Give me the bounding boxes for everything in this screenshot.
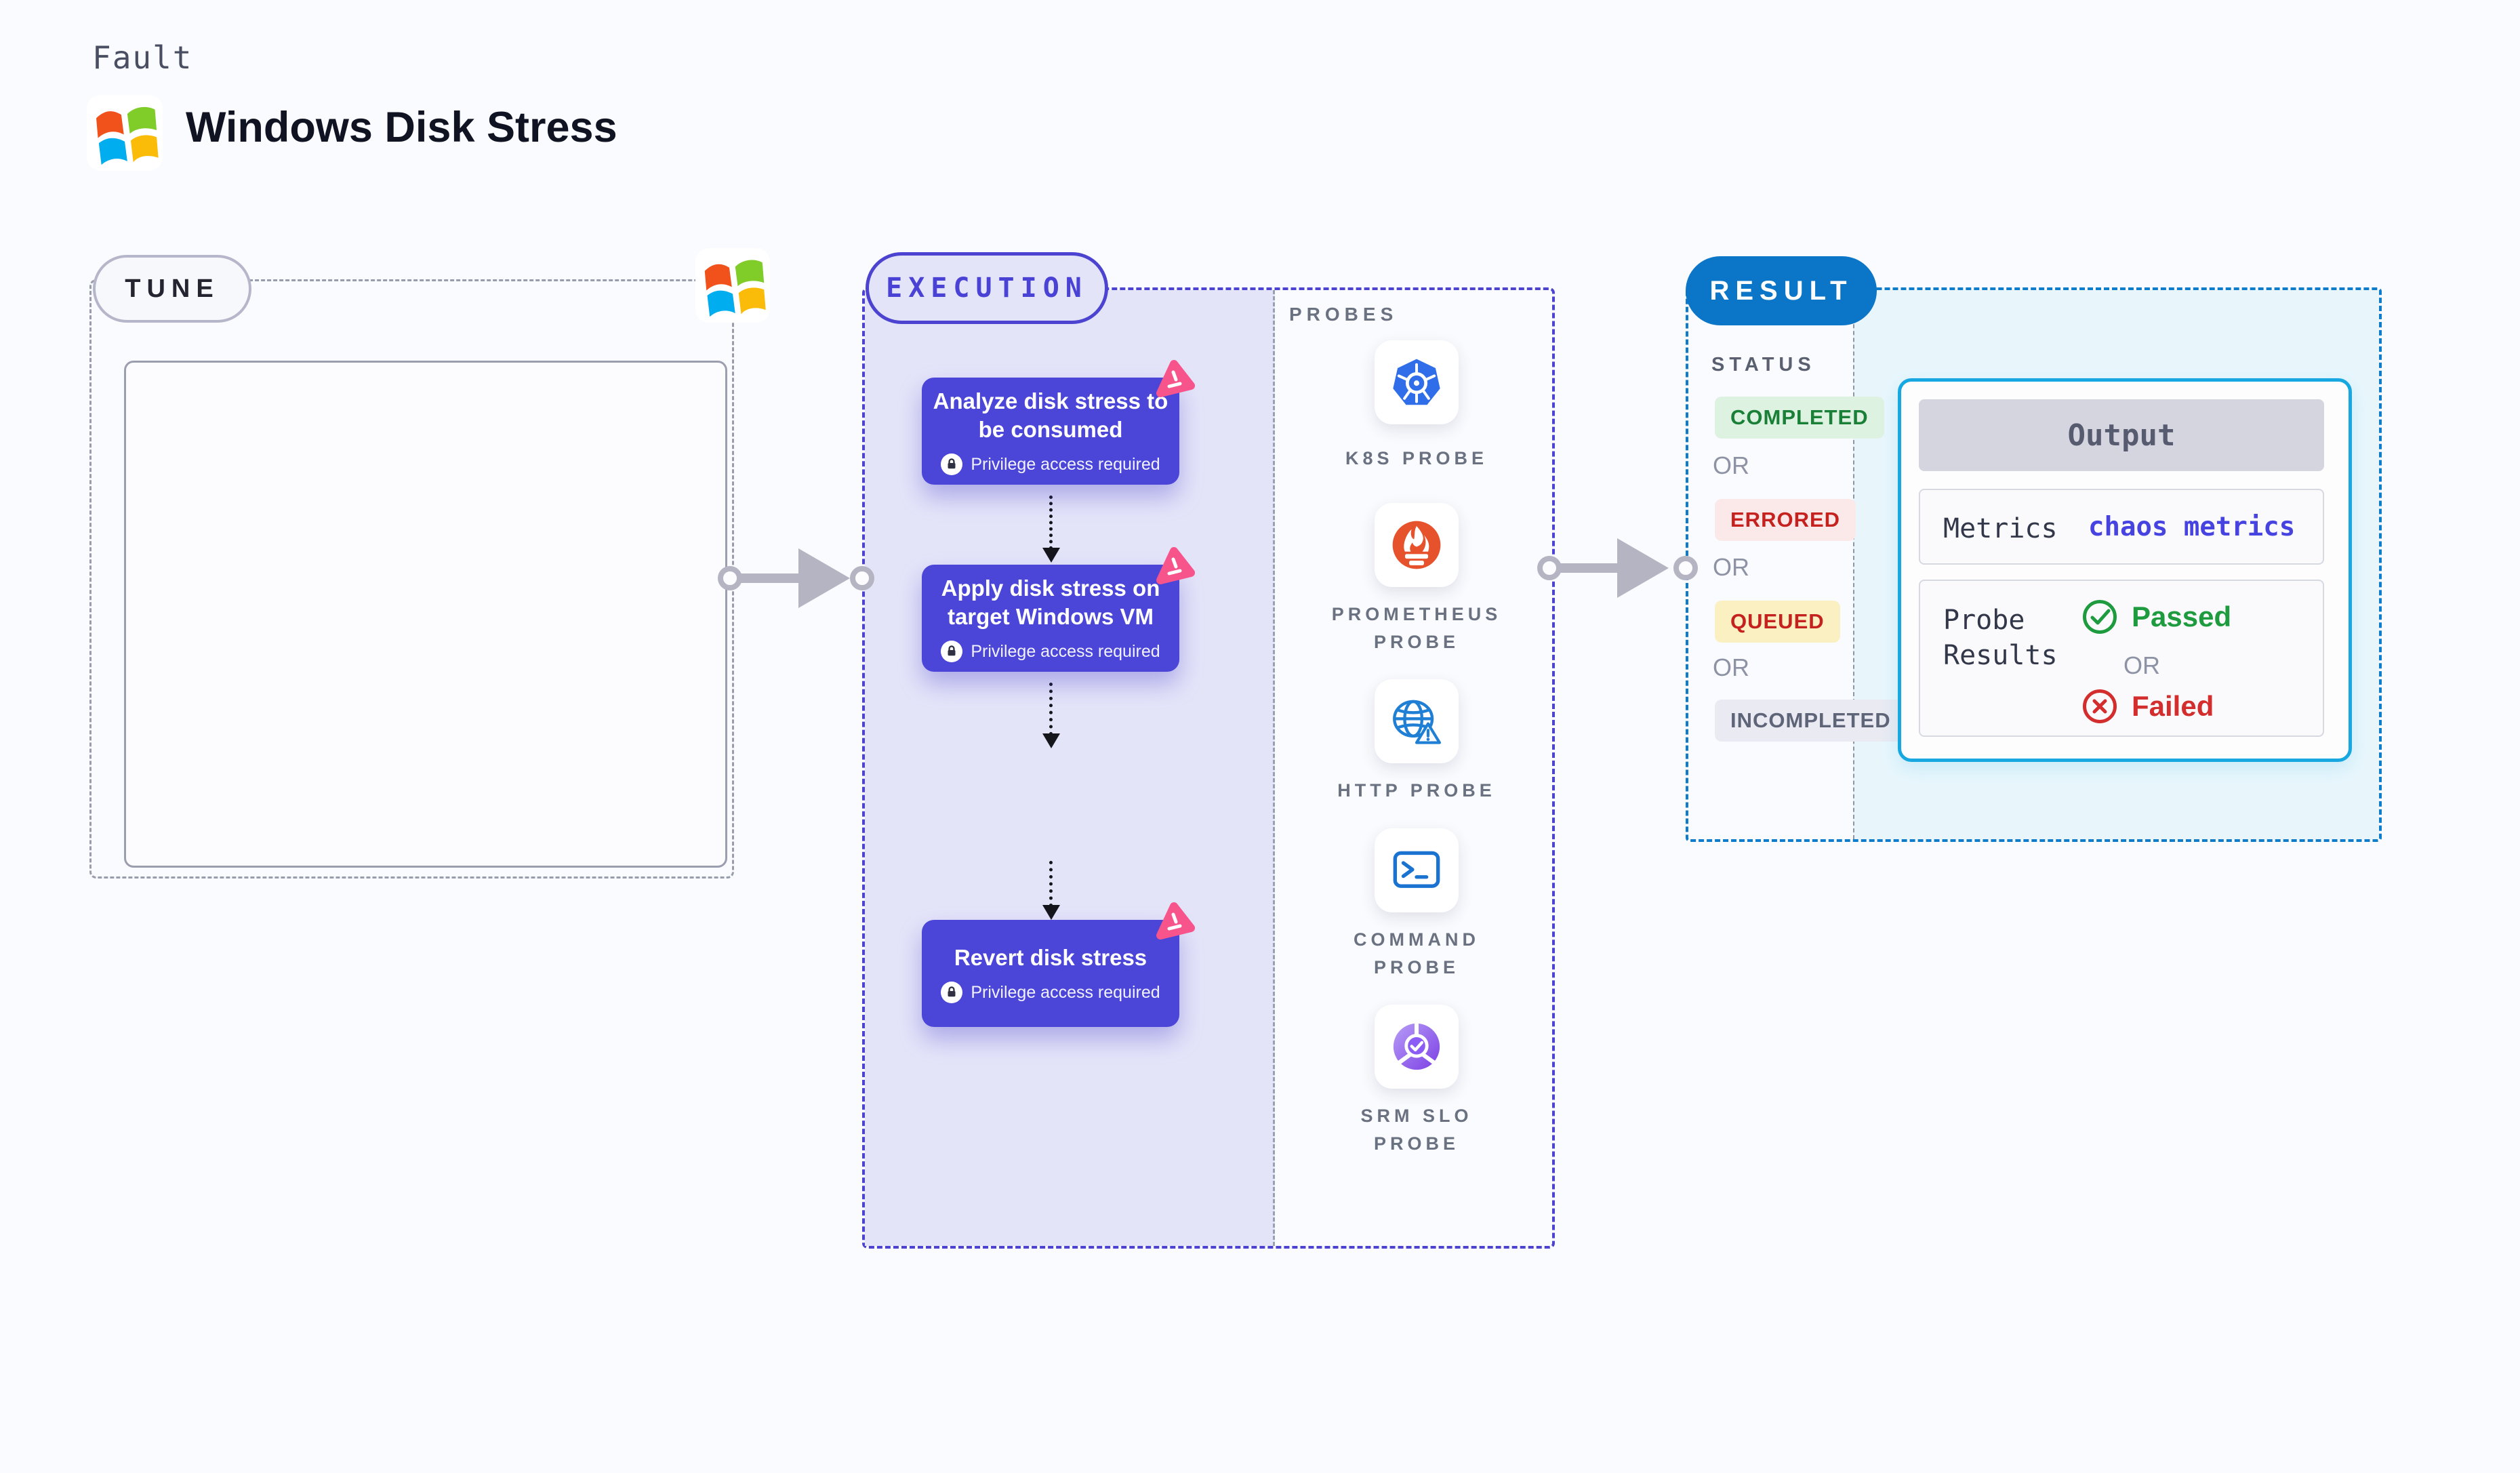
privilege-badge-label: Privilege access required (971, 641, 1160, 661)
flow-arrowhead-icon (1042, 905, 1060, 920)
step-title: Analyze disk stress to be consumed (933, 388, 1168, 442)
probe-label-k8s: K8S PROBE (1345, 448, 1488, 468)
step-apply-disk-stress: Apply disk stress on target Windows VM P… (922, 565, 1179, 672)
probe-result-failed: Failed (2081, 688, 2214, 725)
chaos-icon (1154, 546, 1197, 586)
step-title: Revert disk stress (954, 945, 1147, 970)
output-card: Output Metrics chaos metrics Probe Resul… (1898, 378, 2352, 762)
connector-end-circle (850, 566, 874, 590)
status-label: STATUS (1711, 354, 1816, 376)
privilege-badge: Privilege access required (941, 641, 1160, 662)
step-analyze-disk-stress: Analyze disk stress to be consumed Privi… (922, 378, 1179, 485)
probe-card-prometheus (1375, 503, 1459, 587)
or-separator: OR (1713, 451, 1749, 479)
probe-label-command: COMMAND PROBE (1354, 929, 1480, 977)
connector-start-circle (1537, 556, 1562, 580)
chaos-icon (1154, 359, 1197, 399)
user-inputs-card (124, 361, 727, 868)
output-header: Output (1919, 399, 2324, 471)
flow-arrowhead-icon (1042, 548, 1060, 563)
step-title: Apply disk stress on target Windows VM (941, 576, 1160, 629)
metrics-value: chaos metrics (2088, 512, 2296, 542)
connector-line (740, 573, 805, 583)
status-badge-errored: ERRORED (1715, 499, 1856, 541)
page-title: Windows Disk Stress (186, 104, 617, 151)
prometheus-icon (1392, 521, 1441, 569)
connector-line (1559, 563, 1621, 573)
kubernetes-icon (1393, 359, 1440, 405)
probes-title: PROBES (1289, 304, 1398, 325)
connector-arrowhead-icon (798, 548, 850, 608)
metrics-row: Metrics chaos metrics (1919, 489, 2324, 565)
privilege-badge: Privilege access required (941, 982, 1160, 1003)
probe-card-http (1375, 679, 1459, 763)
probe-results-row: Probe Results Passed OR Failed (1919, 580, 2324, 737)
slo-icon (1393, 1022, 1440, 1070)
passed-label: Passed (2132, 601, 2232, 632)
flow-arrow (1049, 496, 1053, 550)
probe-results-label: Probe Results (1943, 605, 2058, 671)
probe-label-http: HTTP PROBE (1337, 780, 1496, 801)
http-globe-icon (1393, 700, 1441, 744)
lock-icon (941, 641, 963, 662)
probe-result-passed: Passed (2081, 599, 2231, 635)
fault-kicker: Fault (92, 39, 193, 76)
failed-label: Failed (2132, 690, 2214, 722)
or-separator: OR (1713, 553, 1749, 581)
privilege-badge-label: Privilege access required (971, 454, 1160, 474)
execution-section-box (862, 287, 1555, 1249)
connector-start-circle (718, 566, 742, 590)
connector-end-circle (1673, 556, 1698, 580)
or-separator: OR (1713, 653, 1749, 681)
result-pill: RESULT (1686, 256, 1877, 325)
windows-logo-icon (87, 94, 163, 172)
check-circle-icon (2083, 600, 2117, 634)
terminal-icon (1393, 851, 1440, 888)
windows-logo-icon-small (695, 247, 770, 324)
probe-card-srm-slo (1375, 1005, 1459, 1089)
probe-label-prometheus: PROMETHEUS PROBE (1331, 604, 1502, 652)
probe-card-k8s (1375, 340, 1459, 424)
chaos-icon (1154, 901, 1197, 942)
lock-icon (941, 453, 963, 475)
flow-arrow (1049, 683, 1053, 735)
connector-arrowhead-icon (1617, 538, 1669, 598)
tune-pill: TUNE (93, 255, 251, 323)
lock-icon (941, 982, 963, 1003)
execution-pill: EXECUTION (866, 252, 1108, 324)
probe-card-command (1375, 828, 1459, 912)
status-badge-completed: COMPLETED (1715, 397, 1884, 439)
metrics-label: Metrics (1943, 513, 2058, 544)
step-revert-disk-stress: Revert disk stress Privilege access requ… (922, 920, 1179, 1027)
flow-arrowhead-icon (1042, 733, 1060, 748)
status-badge-queued: QUEUED (1715, 601, 1840, 643)
privilege-badge: Privilege access required (941, 453, 1160, 475)
status-badge-incompleted: INCOMPLETED (1715, 700, 1907, 742)
x-circle-icon (2083, 689, 2117, 723)
privilege-badge-label: Privilege access required (971, 982, 1160, 1002)
or-separator: OR (2123, 651, 2160, 679)
flow-arrow (1049, 861, 1053, 907)
probe-label-srm-slo: SRM SLO PROBE (1360, 1106, 1473, 1154)
